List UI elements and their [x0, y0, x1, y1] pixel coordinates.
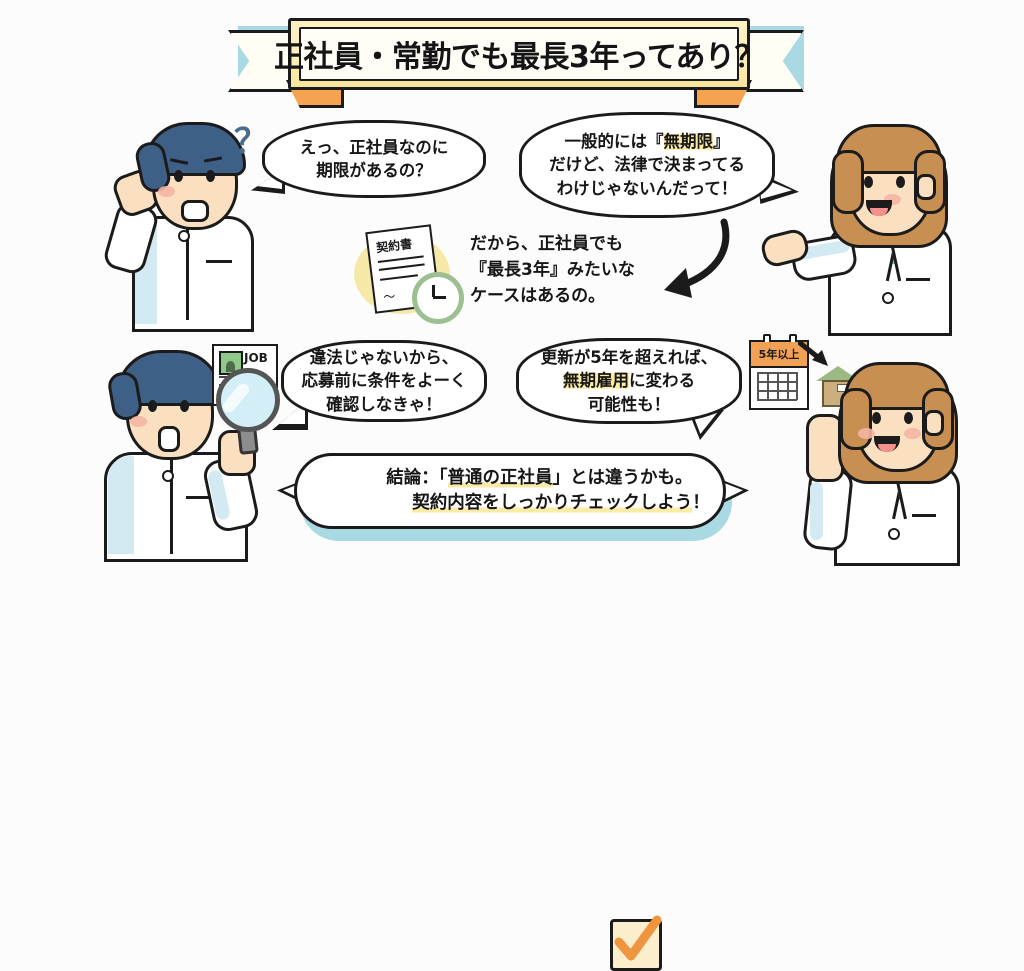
cheek-left — [158, 186, 175, 197]
bubble-3-line-3: 確認しなきゃ！ — [326, 394, 442, 414]
coat-button — [162, 470, 174, 482]
speech-bubble-check-conditions: 違法じゃないから、 応募前に条件をよーく 確認しなきゃ！ — [281, 340, 487, 422]
coat-placket — [170, 454, 173, 554]
magnifier-lens — [216, 368, 280, 432]
mouth — [181, 200, 209, 222]
banner-plate-inner: 正社員・常勤でも最長3年ってあり？ — [274, 27, 764, 81]
bubble-3-line-1: 違法じゃないから、 — [309, 347, 459, 367]
bubble-2-line-1: 一般的には『無期限』 — [564, 131, 730, 151]
contract-rule-2 — [378, 263, 425, 271]
coat-pocket — [206, 260, 232, 263]
bubble-3-line-2: 応募前に条件をよーく — [301, 371, 467, 391]
bubble-4-highlight: 無期雇用 — [563, 371, 629, 391]
bubble-5-highlight-2: 契約内容をしっかりチェックしよう — [412, 493, 693, 513]
calendar-grid — [757, 372, 798, 401]
character-explaining-woman — [758, 112, 966, 336]
hair-side-left — [832, 150, 864, 214]
bubble-5-highlight-1: 普通の正社員 — [447, 468, 553, 489]
narration-line-3: ケースはあるの。 — [470, 285, 606, 306]
bubble-4-line-2: 無期雇用に変わる — [563, 371, 695, 391]
character-confused-man: ？ — [101, 108, 268, 332]
speech-bubble-confused: えっ、正社員なのに 期限があるの？ — [262, 120, 486, 198]
eye-right — [206, 170, 215, 182]
speech-bubble-conclusion: 結論：「普通の正社員」とは違うかも。 契約内容をしっかりチェックしよう！ — [294, 453, 726, 971]
contract-rule-1 — [377, 255, 424, 263]
coat-shade — [108, 456, 134, 554]
bubble-2-highlight: 無期限 — [663, 131, 713, 151]
magnifying-glass-icon — [216, 368, 280, 455]
checkbox-checked-icon — [610, 915, 662, 971]
eye-right — [180, 400, 189, 412]
coat-placket — [186, 216, 189, 320]
title-banner: 正社員・常勤でも最長3年ってあり？ — [228, 14, 804, 108]
narration-line-1: だから、正社員でも — [470, 234, 623, 254]
house-roof — [816, 366, 860, 381]
bubble-1-line-1: えっ、正社員なのに — [299, 137, 449, 157]
bubble-1-line-2: 期限があるの？ — [316, 161, 432, 180]
tongue — [870, 208, 888, 216]
mouth-surprised — [158, 426, 180, 452]
bubble-5-line-1: 結論：「普通の正社員」とは違うかも。 — [386, 468, 693, 489]
bubble-2-line-3: わけじゃないんだって！ — [556, 178, 738, 198]
speech-bubble-five-years: 更新が5年を超えれば、 無期雇用に変わる 可能性も！ — [516, 338, 742, 424]
character-magnifier-man — [100, 330, 290, 562]
contract-title: 契約書 — [375, 236, 413, 256]
clock-hour-hand — [432, 285, 435, 297]
clock-icon — [412, 272, 464, 324]
coat-button — [178, 230, 190, 242]
bubble-4-line-1: 更新が5年を超えれば、 — [540, 347, 718, 367]
cheek-left — [130, 416, 147, 427]
cheek-left — [858, 428, 875, 439]
check-mark-icon — [614, 915, 662, 961]
eye-left — [174, 170, 183, 182]
coat-button — [882, 292, 894, 304]
arrow-right-down-icon — [798, 340, 828, 366]
coat-button — [888, 528, 900, 540]
tongue — [878, 444, 896, 452]
coat-pocket — [906, 278, 930, 281]
eye-right — [904, 412, 913, 424]
calendar-label: 5年以上 — [758, 348, 800, 361]
banner-plate: 正社員・常勤でも最長3年ってあり？ — [274, 18, 764, 90]
eye-left — [872, 412, 881, 424]
contract-signature: 〜 — [382, 289, 397, 305]
illustration-canvas: 正社員・常勤でも最長3年ってあり？ ？ えっ、正社員なのに 期限があるの？ — [0, 0, 1024, 559]
coat-pocket — [912, 514, 936, 517]
coat-pocket — [186, 496, 214, 499]
calendar-header: 5年以上 — [751, 342, 807, 368]
contract-rule-3 — [380, 274, 418, 281]
cheek-right — [884, 194, 901, 205]
eye-right — [896, 176, 905, 188]
character-pointing-woman — [800, 352, 980, 566]
narration-text: だから、正社員でも 『最長3年』みたいな ケースはあるの。 — [470, 232, 635, 309]
cheek-right — [904, 428, 921, 439]
page-title: 正社員・常勤でも最長3年ってあり？ — [274, 40, 764, 75]
narration-emphasis: 最長3年 — [487, 259, 550, 280]
bubble-2-line-2: だけど、法律で決まってる — [549, 155, 745, 175]
clock-minute-hand — [433, 296, 446, 299]
eye-left — [864, 176, 873, 188]
contract-document-icon: 契約書 〜 — [352, 224, 464, 324]
bubble-5-line-2: 契約内容をしっかりチェックしよう！ — [412, 493, 710, 513]
calendar-icon: 5年以上 — [749, 334, 809, 410]
ear-right — [916, 174, 936, 200]
ear-right — [924, 410, 944, 436]
narration-line-2: 『最長3年』みたいな — [470, 259, 635, 280]
job-label: JOB — [244, 351, 268, 365]
hair-side-left — [840, 388, 872, 450]
curved-arrow-icon — [664, 218, 730, 298]
lens-glare — [220, 381, 252, 415]
speech-bubble-explanation: 一般的には『無期限』 だけど、法律で決まってる わけじゃないんだって！ — [519, 112, 775, 218]
eye-left — [148, 400, 157, 412]
bubble-4-line-3: 可能性も！ — [587, 394, 671, 414]
sleeve-shade — [810, 482, 823, 540]
